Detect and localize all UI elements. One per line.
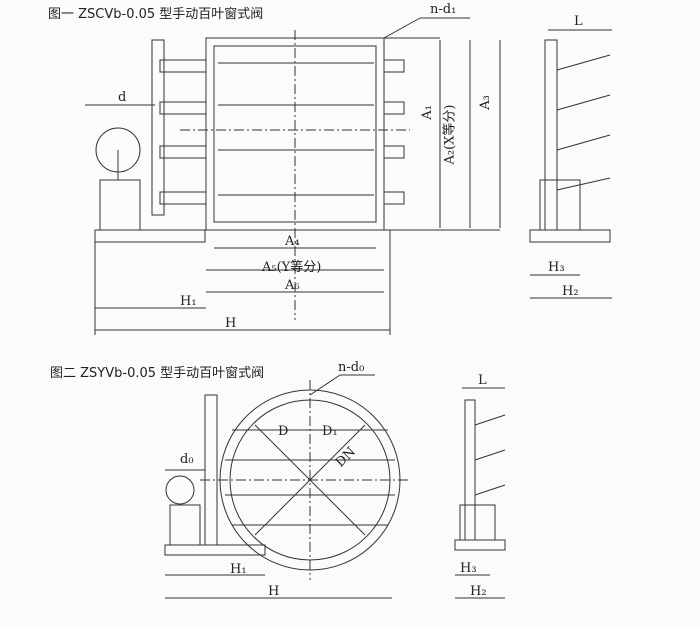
fig1-label-a4: A₄ — [285, 234, 300, 249]
fig2-title: 图二 ZSYVb-0.05 型手动百叶窗式阀 — [50, 366, 265, 381]
fig1-label-a6: A₆ — [285, 278, 300, 293]
fig1-label-l: L — [574, 14, 583, 29]
fig1-label-a5: A₅(Y等分) — [262, 260, 322, 275]
fig2-label-h2: H₂ — [470, 584, 487, 599]
fig1-label-h: H — [225, 316, 237, 331]
fig1-label-d: d — [118, 90, 127, 105]
fig2-label-h: H — [268, 584, 280, 599]
fig1-label-h2: H₂ — [562, 284, 579, 299]
fig2-front-view — [164, 374, 410, 599]
fig1-label-h1: H₁ — [180, 294, 197, 309]
fig1-title: 图一 ZSCVb-0.05 型手动百叶窗式阀 — [48, 7, 264, 22]
fig2-label-d: D — [278, 424, 289, 439]
fig2-label-nd: n-d₀ — [338, 360, 365, 375]
fig2-side-view — [454, 387, 506, 599]
fig2-label-h1: H₁ — [230, 562, 247, 577]
fig1-label-a1: A₁ — [419, 105, 435, 120]
fig2-label-d1: D₁ — [322, 424, 338, 439]
fig1-label-a3: A₃ — [477, 95, 493, 110]
fig1-label-nd: n-d₁ — [430, 2, 457, 17]
fig2-label-l: L — [478, 373, 487, 388]
fig2-label-d0: d₀ — [180, 452, 194, 467]
fig1-side-view — [529, 29, 612, 299]
fig1-label-h3: H₃ — [548, 260, 565, 275]
fig1-label-a2: A₂(X等分) — [442, 104, 458, 165]
fig1-front-view — [85, 17, 501, 335]
fig2-label-h3: H₃ — [460, 561, 477, 576]
